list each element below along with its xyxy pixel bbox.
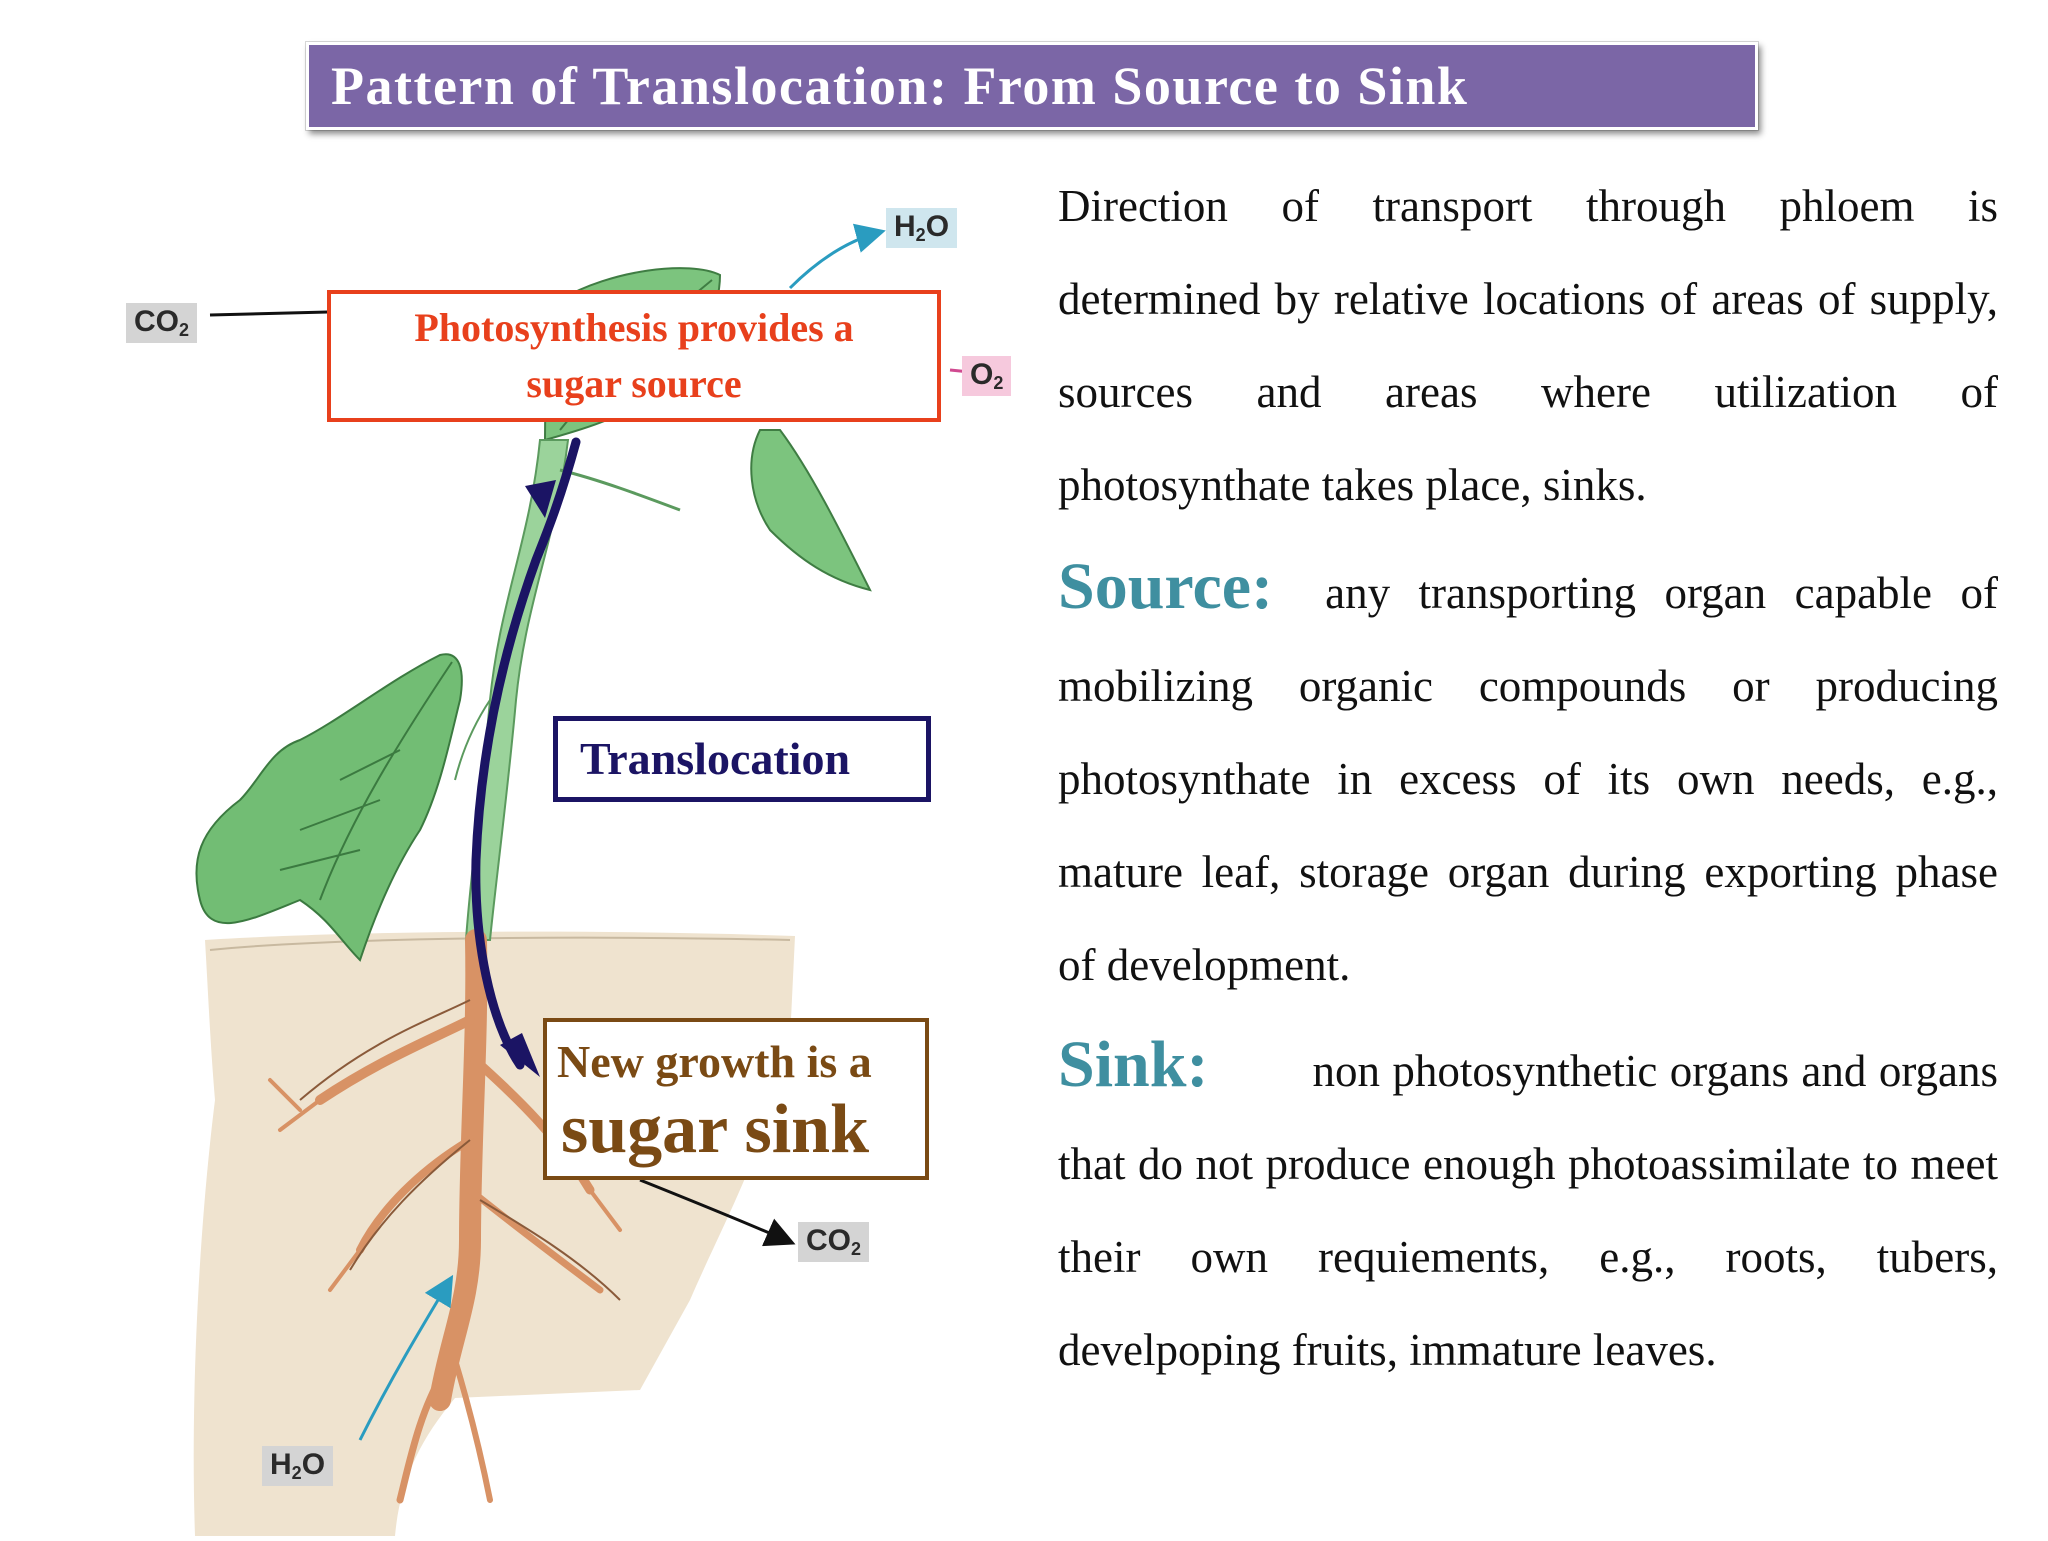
- intro-paragraph: Direction of transport through phloem is…: [1058, 181, 1998, 510]
- left-leaf: [195, 653, 463, 962]
- source-paragraph: Source:any transporting organ capable of…: [1058, 540, 1998, 1012]
- source-callout-line1: Photosynthesis provides a: [414, 305, 854, 350]
- o2-label: O2: [962, 356, 1012, 396]
- explanation-text: Direction of transport through phloem is…: [1058, 160, 1998, 1397]
- root-system: [268, 929, 622, 1504]
- h2o-label-top: H2O: [886, 208, 958, 248]
- sink-definition: non photosynthetic organs and organs tha…: [1058, 1046, 1998, 1375]
- source-definition: any transporting organ capable of mobili…: [1058, 568, 1998, 990]
- sink-paragraph: Sink:non photosynthetic organs and organ…: [1058, 1018, 1998, 1397]
- h2o-label-root: H2O: [262, 1446, 334, 1486]
- plant-diagram: CO2 H2O O2 CO2 H2O Photosynthesis provid…: [0, 140, 1060, 1536]
- source-callout-line2: sugar source: [526, 361, 742, 406]
- page-title: Pattern of Translocation: From Source to…: [331, 56, 1469, 116]
- co2-label-top: CO2: [126, 303, 198, 343]
- translocation-label: Translocation: [580, 733, 851, 784]
- title-banner: Pattern of Translocation: From Source to…: [306, 42, 1758, 130]
- sink-callout-line2: sugar sink: [561, 1091, 870, 1168]
- translocation-arrow: [471, 437, 581, 1070]
- sugar-source-callout: Photosynthesis provides a sugar source: [327, 290, 941, 422]
- sugar-sink-callout: New growth is a sugar sink: [543, 1018, 929, 1180]
- source-term: Source:: [1058, 550, 1274, 623]
- co2-label-root: CO2: [798, 1222, 870, 1262]
- right-leaf: [750, 429, 872, 592]
- translocation-callout: Translocation: [553, 716, 931, 802]
- sink-callout-line1: New growth is a: [557, 1036, 872, 1087]
- sink-term: Sink:: [1058, 1028, 1209, 1101]
- stem: [464, 439, 570, 941]
